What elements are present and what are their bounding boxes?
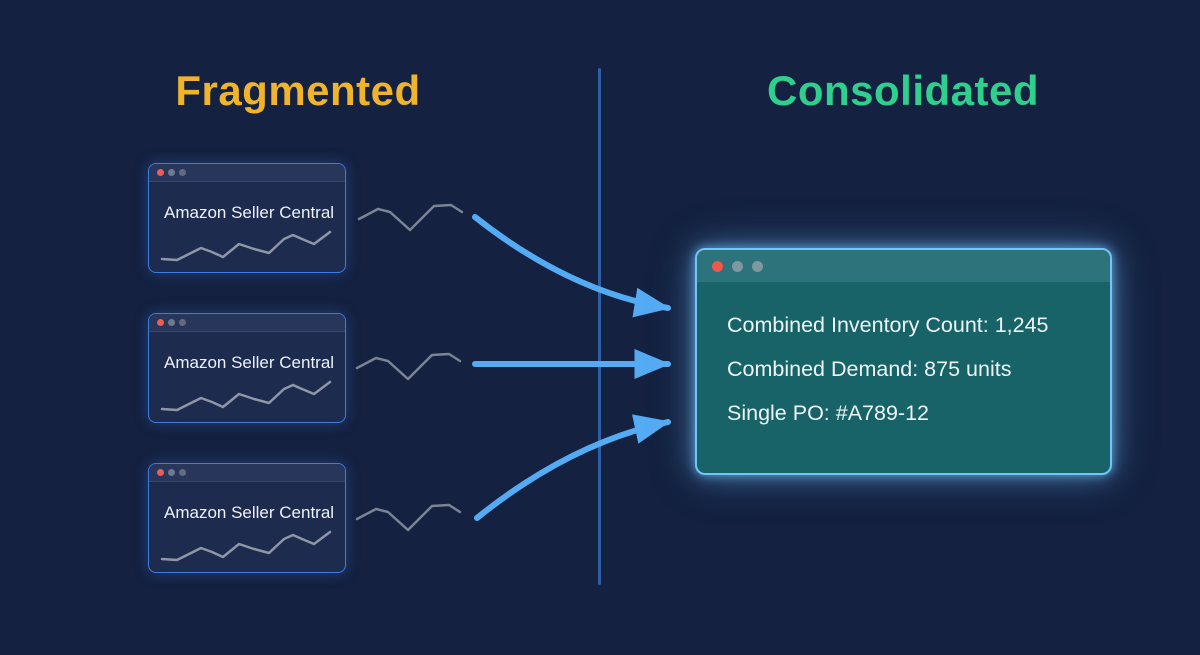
consolidated-heading: Consolidated: [766, 67, 1040, 114]
window-title: Amazon Seller Central: [164, 203, 335, 222]
close-dot-icon: [712, 260, 723, 272]
window-title: Amazon Seller Central: [164, 503, 335, 522]
zigzag-trend-line: [160, 380, 332, 412]
merge-arrow-bottom: [474, 414, 671, 521]
sales-sparkline-chart: [160, 380, 332, 412]
fragmented-heading: Fragmented: [175, 67, 421, 114]
inventory-count-line: Combined Inventory Count: 1,245: [727, 313, 1049, 337]
maximize-dot-icon: [179, 319, 186, 326]
close-dot-icon: [157, 169, 164, 176]
source-window-1: Amazon Seller Central: [148, 163, 346, 273]
window-titlebar: [149, 314, 345, 332]
zigzag-trend-line: [357, 203, 464, 232]
connector-sparkline-1: [357, 203, 464, 232]
connector-sparkline-2: [355, 352, 462, 381]
window-title: Amazon Seller Central: [164, 353, 335, 372]
zigzag-trend-line: [160, 530, 332, 562]
close-dot-icon: [157, 319, 164, 326]
zigzag-trend-line: [160, 230, 332, 262]
zigzag-trend-line: [355, 352, 462, 381]
po-line: Single PO: #A789-12: [727, 401, 929, 425]
minimize-dot-icon: [732, 260, 743, 272]
window-titlebar: [697, 250, 1110, 282]
divider-line: [598, 68, 601, 585]
close-dot-icon: [157, 469, 164, 476]
window-titlebar: [149, 164, 345, 182]
connector-sparkline-3: [355, 503, 462, 532]
minimize-dot-icon: [168, 319, 175, 326]
consolidated-content: Combined Inventory Count: 1,245 Combined…: [697, 303, 1110, 435]
merge-arrow-top: [472, 214, 671, 318]
maximize-dot-icon: [179, 169, 186, 176]
window-titlebar: [149, 464, 345, 482]
minimize-dot-icon: [168, 169, 175, 176]
source-window-3: Amazon Seller Central: [148, 463, 346, 573]
consolidated-window: Combined Inventory Count: 1,245 Combined…: [695, 248, 1112, 475]
zigzag-trend-line: [355, 503, 462, 532]
maximize-dot-icon: [752, 260, 763, 272]
source-window-2: Amazon Seller Central: [148, 313, 346, 423]
demand-line: Combined Demand: 875 units: [727, 357, 1012, 381]
sales-sparkline-chart: [160, 230, 332, 262]
minimize-dot-icon: [168, 469, 175, 476]
sales-sparkline-chart: [160, 530, 332, 562]
maximize-dot-icon: [179, 469, 186, 476]
